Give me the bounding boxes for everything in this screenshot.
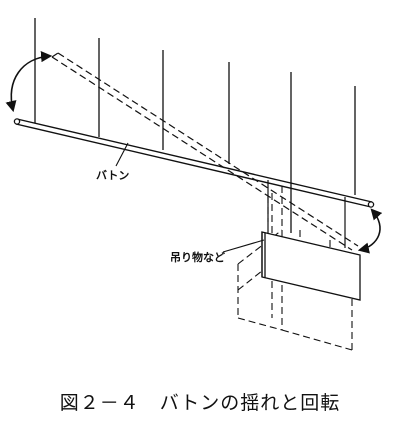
batten: [13, 118, 375, 208]
displaced-batten-upper-edge: [57, 52, 359, 247]
batten-right-end: [367, 201, 375, 208]
rotation-arrow-left-icon: [5, 51, 53, 113]
rotation-arrow-right-icon: [357, 208, 383, 254]
hanging-object-label: 吊り物など: [170, 250, 225, 264]
hanging-wires: [267, 180, 346, 248]
batten-label: バトン: [96, 169, 129, 182]
displaced-batten-outline: [51, 52, 359, 251]
batten-lower-edge: [15, 123, 372, 208]
hanging-object: [261, 231, 361, 301]
batten-upper-edge: [16, 118, 373, 203]
batten-left-end: [13, 118, 21, 125]
suspension-lines: [34, 18, 356, 233]
batten-label-leader: [115, 142, 129, 167]
figure-caption: 図２－４ バトンの揺れと回転: [59, 392, 341, 414]
displaced-batten-left-cap: [51, 52, 59, 58]
displaced-batten-lower-edge: [51, 56, 353, 251]
hanging-object-label-leader: [222, 239, 265, 253]
